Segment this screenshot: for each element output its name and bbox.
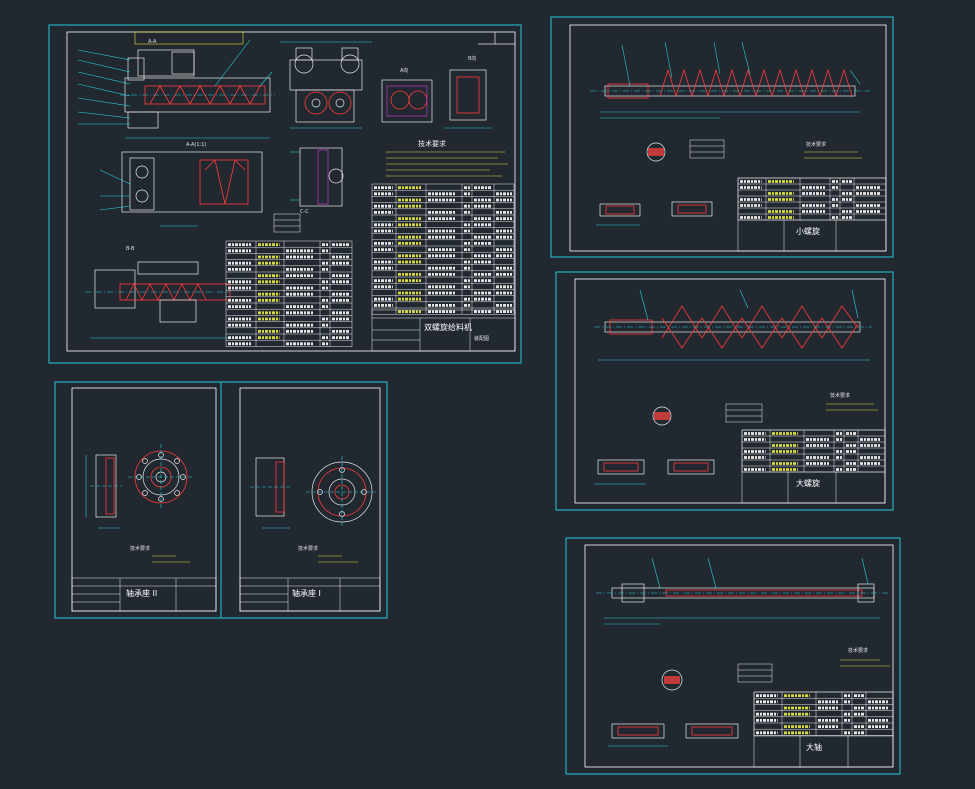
flange-front-view [306, 456, 378, 528]
section-title: 技术要求 [130, 545, 150, 552]
cross-section [646, 139, 725, 162]
table-border [225, 240, 353, 347]
title-block: 小螺旋 [737, 177, 887, 252]
parts-list [753, 691, 894, 736]
front-view: A-A [77, 31, 275, 139]
sheet-small-screw: 技术要求 小螺旋 [550, 16, 894, 258]
section-title: 技术要求 [830, 392, 850, 399]
flange-front-view [128, 444, 194, 510]
sheet-border [565, 537, 901, 775]
drawing-title: 大轴 [806, 742, 822, 752]
parts-list [737, 177, 887, 221]
section-title: 技术要求 [298, 545, 318, 552]
title-block: 大轴 [753, 691, 894, 768]
cross-section [661, 663, 773, 691]
tech-notes: 技术要求 [804, 141, 862, 159]
shaft-view [596, 557, 890, 625]
end-details [596, 201, 713, 226]
title-block: 轴承座 II [71, 577, 217, 612]
section-title: 技术要求 [806, 141, 826, 148]
table-border [737, 177, 887, 221]
tech-notes: 技术要求 [130, 545, 190, 563]
sheet-border [54, 381, 222, 619]
sheet-large-screw: 技术要求 大螺旋 [555, 271, 894, 511]
drawing-frame [569, 24, 887, 252]
drawing-title: 轴承座 I [292, 588, 321, 598]
flange-side-view [85, 454, 122, 529]
sheet-border [550, 16, 894, 258]
drawing-subtitle: 装配图 [474, 335, 489, 342]
sheet-border [48, 24, 522, 364]
drawing-frame [66, 31, 516, 352]
section-title: 技术要求 [848, 647, 868, 654]
svg-text:B向: B向 [468, 55, 476, 62]
tech-notes: 技术要求 [386, 139, 508, 177]
sheet-border [555, 271, 894, 511]
end-details [594, 459, 715, 485]
svg-text:B-B: B-B [126, 246, 135, 252]
sheet-border [220, 381, 388, 619]
tech-notes: 技术要求 [826, 392, 878, 411]
drawing-frame [584, 544, 894, 768]
sheet-flange-2: 技术要求 轴承座 II [54, 381, 222, 619]
side-view [280, 41, 372, 129]
view-label: A-A [148, 39, 157, 45]
lower-view: B-B [85, 246, 231, 339]
drawing-title: 双螺旋给料机 [424, 322, 472, 332]
parts-list [741, 429, 886, 473]
svg-text:A-A(1:1): A-A(1:1) [186, 142, 206, 148]
flange-side-view [250, 457, 290, 529]
title-block: 大螺旋 [741, 429, 886, 504]
end-details [608, 723, 739, 747]
drawing-title: 轴承座 II [126, 588, 157, 598]
drawing-frame [574, 278, 886, 504]
sheet-assembly: A-A A向 B向 [48, 24, 522, 364]
section-title: 技术要求 [418, 139, 446, 148]
sheet-shaft: 技术要求 大轴 [565, 537, 901, 775]
table-border [371, 183, 515, 315]
svg-text:A向: A向 [400, 67, 408, 74]
cross-section [652, 403, 763, 426]
screw-shaft [594, 289, 872, 361]
title-block: 双螺旋给料机 装配图 [371, 309, 516, 352]
title-block: 轴承座 I [239, 577, 381, 612]
tech-notes: 技术要求 [840, 647, 890, 667]
parts-list [225, 183, 515, 347]
sheet-flange-1: 技术要求 轴承座 I [220, 381, 388, 619]
drawing-frame [71, 387, 217, 612]
drawing-title: 大螺旋 [796, 478, 820, 488]
plan-view: A-A(1:1) [99, 142, 263, 227]
tech-notes: 技术要求 [298, 545, 358, 563]
detail-views: A向 B向 [381, 55, 492, 129]
section-view: C-C [290, 147, 344, 215]
screw-shaft [590, 41, 870, 119]
svg-text:C-C: C-C [300, 209, 309, 215]
drawing-title: 小螺旋 [796, 226, 820, 236]
drawing-frame [239, 387, 381, 612]
